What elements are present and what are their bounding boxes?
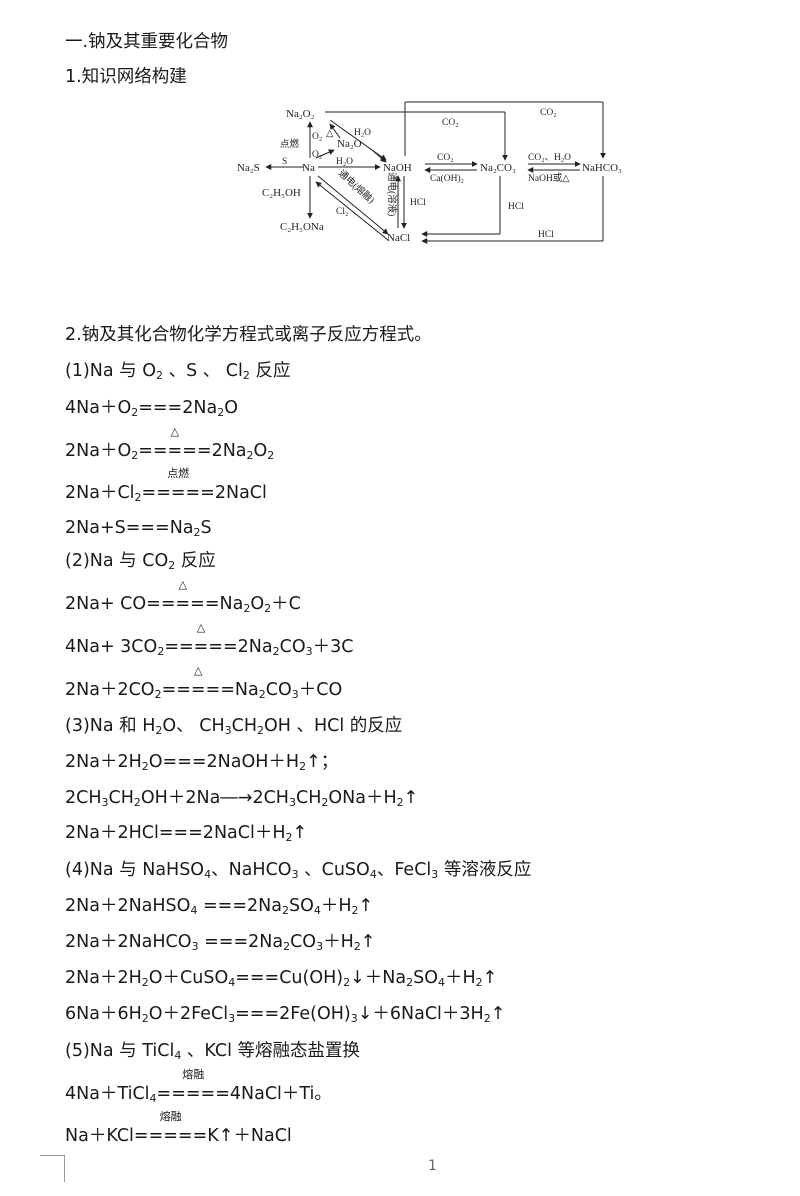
item-4-title: (4)Na 与 NaHSO4、NaHCO3 、CuSO4、FeCl3 等溶液反应: [65, 860, 532, 881]
page-corner-mark: [40, 1155, 65, 1182]
label-tongdian-rongye: 通电(溶液): [386, 172, 398, 216]
equation-9: 2CH3CH2OH＋2Na―→2CH3CH2ONa＋H2↑: [65, 788, 419, 809]
label-co2-h2o: CO₂、H₂O: [528, 153, 571, 163]
label-co2-mid: CO₂: [437, 153, 454, 163]
equation-14: 6Na＋6H2O＋2FeCl3===2Fe(OH)3↓＋6NaCl＋3H2↑: [65, 1004, 506, 1025]
node-na2o: Na₂O: [337, 138, 362, 150]
equation-6: 4Na+ 3CO2△=====2Na2CO3＋3C: [65, 621, 354, 659]
node-nacl: NaCl: [387, 232, 410, 244]
item-5-title: (5)Na 与 TiCl4 、KCl 等熔融态盐置换: [65, 1041, 361, 1062]
label-hcl-2: HCl: [508, 202, 524, 212]
label-c2h5oh: C₂H₅OH: [262, 187, 301, 199]
subsection-title-1: 1.知识网络构建: [65, 67, 187, 87]
node-na2co3: Na₂CO₃: [480, 162, 516, 174]
label-o2-a: O₂: [312, 132, 322, 142]
item-2-title: (2)Na 与 CO2 反应: [65, 551, 216, 572]
label-dianran: 点燃: [280, 138, 300, 150]
node-na: Na: [302, 162, 315, 174]
equation-4: 2Na+S===Na2S: [65, 518, 212, 539]
label-delta: △: [326, 129, 334, 139]
item-3-title: (3)Na 和 H2O、 CH3CH2OH 、HCl 的反应: [65, 716, 403, 737]
node-c2h5ona: C₂H₅ONa: [280, 221, 324, 233]
arrow-nacl-to-na: [315, 181, 389, 241]
label-s: S: [282, 157, 287, 167]
label-cl2: Cl₂: [336, 207, 348, 217]
equation-8: 2Na＋2H2O===2NaOH＋H2↑；: [65, 752, 339, 773]
equation-11: 2Na＋2NaHSO4 ===2Na2SO4＋H2↑: [65, 896, 374, 917]
equation-2: 2Na＋O2△=====2Na2O2: [65, 425, 275, 463]
arrow-na-to-na2o: [315, 149, 335, 159]
node-nahco3: NaHCO₃: [582, 162, 622, 174]
label-h2o-a: H₂O: [354, 128, 371, 138]
label-naoh-or-delta: NaOH或△: [528, 172, 570, 184]
item-1-title: (1)Na 与 O2 、S 、 Cl2 反应: [65, 361, 291, 382]
arrow-na2o-to-na2o2: [329, 123, 341, 139]
label-co2-top: CO₂: [442, 118, 459, 128]
equation-1: 4Na＋O2===2Na2O: [65, 398, 238, 419]
equation-13: 2Na＋2H2O＋CuSO4===Cu(OH)2↓＋Na2SO4＋H2↑: [65, 968, 498, 989]
node-na2s: Na₂S: [237, 162, 260, 174]
node-na2o2: Na₂O₂: [286, 108, 315, 120]
section-heading: 一.钠及其重要化合物: [65, 32, 229, 52]
arrow-na-to-nacl: [317, 175, 389, 235]
node-naoh: NaOH: [383, 162, 412, 174]
label-h2o-b: H₂O: [336, 157, 353, 167]
label-o2-b: O₂: [312, 150, 322, 160]
label-hcl-3: HCl: [538, 230, 554, 240]
page-number: 1: [428, 1158, 437, 1174]
equation-10: 2Na＋2HCl===2NaCl＋H2↑: [65, 823, 308, 844]
arrow-na2o2-to-naoh: [329, 119, 387, 161]
subsection-title-2: 2.钠及其化合物化学方程式或离子反应方程式。: [65, 325, 432, 345]
reaction-network-diagram: Na₂O₂ Na₂O Na Na₂S NaOH Na₂CO₃ NaHCO₃ Na…: [237, 101, 622, 244]
equation-12: 2Na＋2NaHCO3 ===2Na2CO3＋H2↑: [65, 932, 376, 953]
label-hcl-1: HCl: [410, 198, 426, 208]
label-co2-top2: CO₂: [540, 108, 557, 118]
label-caoh2: Ca(OH)₂: [430, 173, 464, 184]
arrow-na2o-to-naoh: [371, 149, 387, 163]
label-tongdian-rongrong: 通电(熔融): [336, 167, 377, 206]
equation-5: 2Na+ CO△=====Na2O2＋C: [65, 578, 301, 616]
equation-7: 2Na＋2CO2△=====Na2CO3＋CO: [65, 664, 343, 702]
